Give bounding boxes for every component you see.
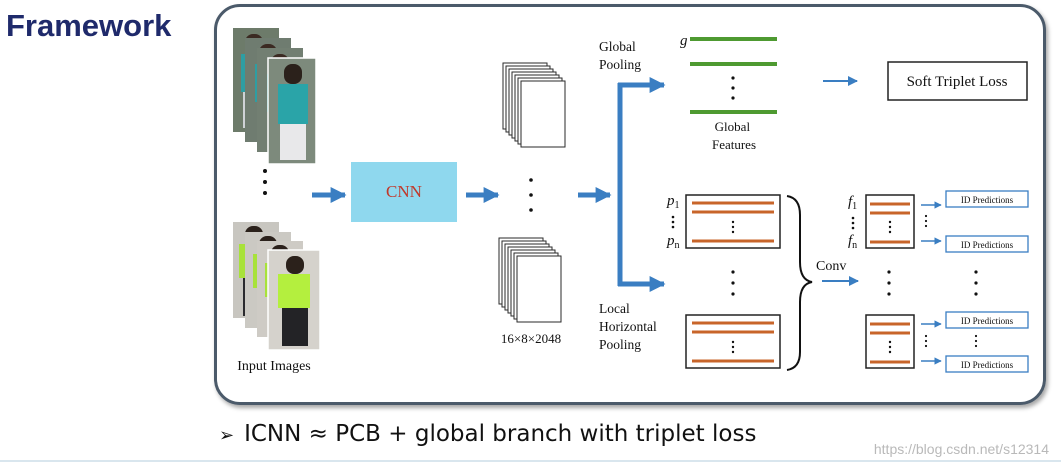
- soft-triplet-loss-label: Soft Triplet Loss: [907, 74, 1008, 90]
- diagram-frame: [214, 4, 1046, 405]
- bullet-arrow-icon: ➢: [219, 425, 235, 446]
- bullet-text: ICNN ≈ PCB + global branch with triplet …: [244, 421, 757, 447]
- conv-feature-fn: fn: [848, 233, 857, 251]
- global-features-label: Global Features: [712, 119, 756, 152]
- input-image-stack-top: [233, 28, 317, 165]
- vertical-ellipsis-features: [529, 178, 533, 212]
- bottom-divider: [0, 460, 1061, 462]
- vertical-ellipsis-f: [851, 216, 855, 230]
- local-part-box-top: [685, 194, 781, 249]
- id-predictions-box: ID Predictions: [945, 311, 1029, 329]
- watermark: https://blog.csdn.net/s12314: [873, 441, 1049, 457]
- local-part-box-bottom: [685, 314, 781, 369]
- global-feature-symbol: g: [680, 33, 688, 49]
- conv-feature-f1: f1: [848, 194, 857, 212]
- id-predictions-box: ID Predictions: [945, 235, 1029, 253]
- cnn-block: [351, 162, 457, 222]
- part-feature-pn: pn: [666, 233, 680, 251]
- global-feature-bars: [690, 37, 777, 114]
- small-ellipses-right: [924, 214, 928, 348]
- vertical-ellipsis-conv: [887, 270, 891, 296]
- person-image: [267, 249, 321, 351]
- local-horizontal-pooling-label: Local Horizontal Pooling: [599, 301, 660, 352]
- vertical-ellipsis-id: [974, 270, 978, 296]
- vertical-ellipsis-global: [731, 76, 735, 100]
- feature-map-stack-bottom: [498, 237, 562, 323]
- input-image-stack-bottom: [233, 222, 321, 351]
- part-feature-p1: p1: [666, 193, 680, 211]
- curly-brace: [786, 195, 813, 371]
- vertical-ellipsis-p: [671, 215, 675, 229]
- global-pooling-label: Global Pooling: [599, 39, 641, 72]
- slide-title: Framework: [6, 8, 172, 43]
- branch-arrows: [617, 76, 666, 293]
- feature-map-stack-top: [502, 62, 566, 148]
- conv-feature-box-top: [865, 194, 915, 249]
- id-prediction-arrows: [921, 201, 942, 365]
- id-predictions-box: ID Predictions: [945, 355, 1029, 373]
- conv-label: Conv: [816, 259, 846, 274]
- vertical-ellipsis-id-inner: [974, 334, 978, 348]
- id-predictions-label: ID Predictions: [961, 316, 1014, 326]
- conv-feature-box-bottom: [865, 314, 915, 369]
- vertical-ellipsis-local: [731, 270, 735, 296]
- bullet-point: ➢ ICNN ≈ PCB + global branch with triplet…: [219, 421, 756, 447]
- id-predictions-box: ID Predictions: [945, 190, 1029, 208]
- feature-map-dimensions: 16×8×2048: [501, 331, 561, 346]
- cnn-label: CNN: [386, 182, 422, 201]
- id-predictions-label: ID Predictions: [961, 195, 1014, 205]
- vertical-ellipsis-inputs: [263, 169, 267, 195]
- soft-triplet-loss-box: [887, 61, 1028, 101]
- id-predictions-label: ID Predictions: [961, 360, 1014, 370]
- input-images-label: Input Images: [237, 359, 310, 374]
- person-image: [267, 57, 317, 165]
- id-predictions-label: ID Predictions: [961, 240, 1014, 250]
